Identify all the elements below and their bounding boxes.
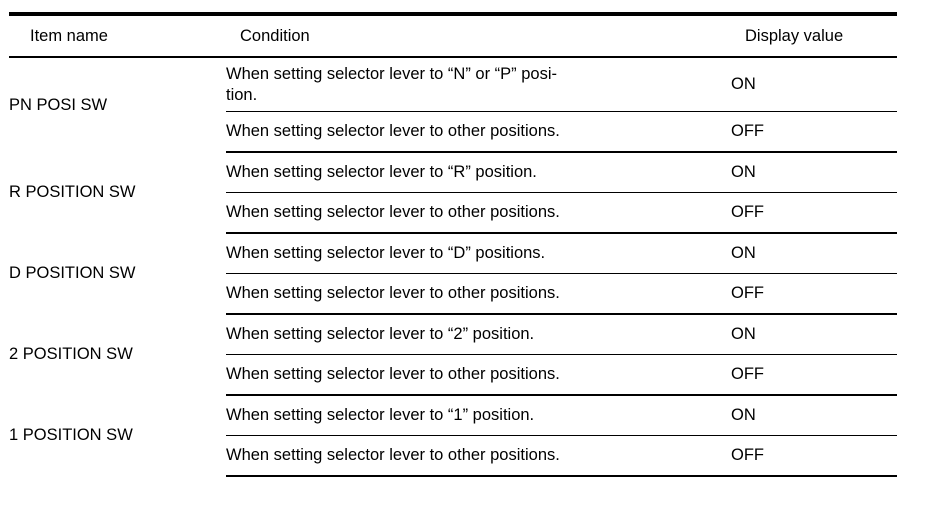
header-cell-display-value: Display value — [731, 12, 897, 58]
display-value-cell: ON — [731, 395, 897, 436]
table-row: PN POSI SW When setting selector lever t… — [9, 57, 897, 152]
display-value-cell: ON — [731, 57, 897, 112]
condition-cell: When setting selector lever to “D” posit… — [226, 233, 731, 274]
display-value-cell: ON — [731, 152, 897, 193]
condition-cell: When setting selector lever to “N” or “P… — [226, 57, 731, 112]
display-value-cell: ON — [731, 314, 897, 355]
condition-text-line-2: tion. — [226, 85, 258, 104]
header-label-condition: Condition — [240, 26, 310, 45]
condition-cell: When setting selector lever to other pos… — [226, 192, 731, 234]
table-row: D POSITION SW When setting selector leve… — [9, 233, 897, 314]
table-row: When setting selector lever to other pos… — [9, 192, 897, 234]
display-value-cell: OFF — [731, 273, 897, 315]
condition-cell: When setting selector lever to other pos… — [226, 111, 731, 153]
condition-cell: When setting selector lever to “2” posit… — [226, 314, 731, 355]
header-label-item-name: Item name — [30, 26, 108, 45]
condition-cell: When setting selector lever to “1” posit… — [226, 395, 731, 436]
condition-cell: When setting selector lever to other pos… — [226, 354, 731, 396]
display-value-cell: OFF — [731, 354, 897, 396]
display-value-cell: OFF — [731, 192, 897, 234]
item-name-cell-r-position-sw: R POSITION SW — [9, 152, 226, 233]
switch-position-spec-table: Item name Condition Display value PN POS… — [9, 12, 897, 477]
table-row: When setting selector lever to other pos… — [9, 111, 897, 153]
header-label-display-value: Display value — [745, 26, 844, 45]
condition-cell: When setting selector lever to other pos… — [226, 273, 731, 315]
condition-cell: When setting selector lever to “R” posit… — [226, 152, 731, 193]
header-cell-item-name: Item name — [9, 12, 226, 58]
item-name-cell-2-position-sw: 2 POSITION SW — [9, 314, 226, 395]
table-row: When setting selector lever to other pos… — [9, 273, 897, 315]
display-value-cell: OFF — [731, 435, 897, 477]
display-value-cell: OFF — [731, 111, 897, 153]
display-value-cell: ON — [731, 233, 897, 274]
table-header-row: Item name Condition Display value — [9, 12, 897, 58]
table-row: 1 POSITION SW When setting selector leve… — [9, 395, 897, 476]
item-name-cell-d-position-sw: D POSITION SW — [9, 233, 226, 314]
item-name-cell-pn-posi-sw: PN POSI SW — [9, 57, 226, 152]
header-cell-condition: Condition — [226, 12, 731, 58]
table-row: 2 POSITION SW When setting selector leve… — [9, 314, 897, 395]
condition-cell: When setting selector lever to other pos… — [226, 435, 731, 477]
condition-text-line-1: When setting selector lever to “N” or “P… — [226, 65, 558, 84]
table-row: When setting selector lever to other pos… — [9, 354, 897, 396]
table-row: R POSITION SW When setting selector leve… — [9, 152, 897, 233]
item-name-cell-1-position-sw: 1 POSITION SW — [9, 395, 226, 476]
table-row: When setting selector lever to other pos… — [9, 435, 897, 477]
